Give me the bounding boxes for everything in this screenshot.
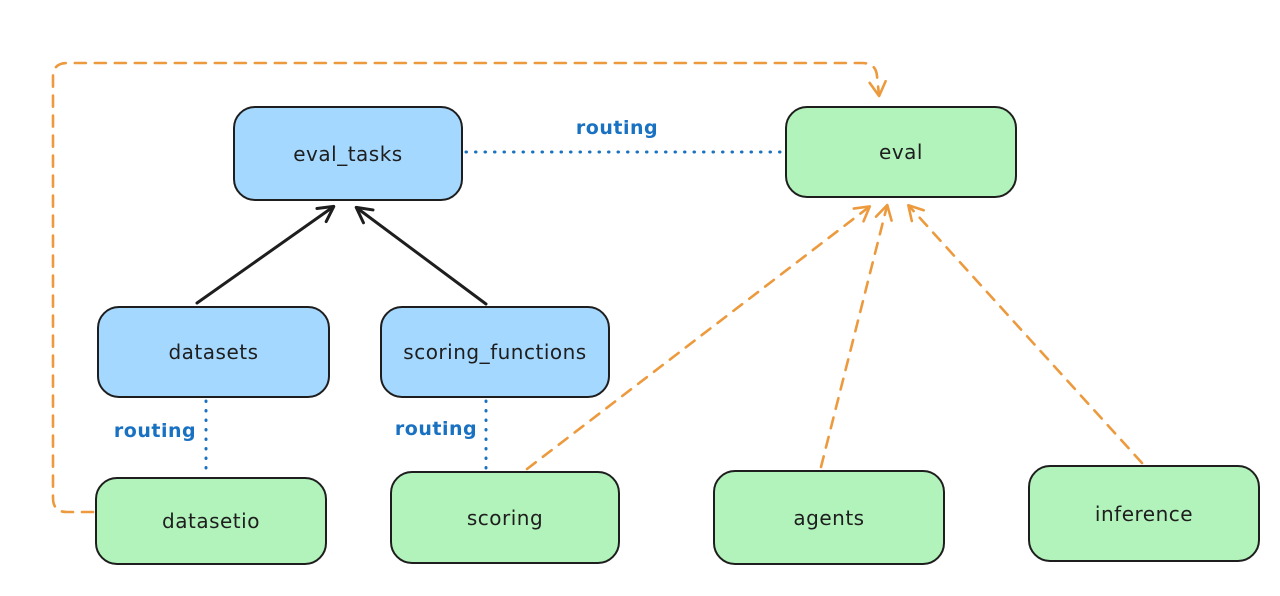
node-datasetio: datasetio — [95, 477, 327, 565]
node-scoring-functions-label: scoring_functions — [403, 340, 587, 364]
node-agents-label: agents — [793, 505, 865, 530]
node-eval-tasks-label: eval_tasks — [293, 141, 403, 166]
node-eval-tasks: eval_tasks — [233, 106, 463, 201]
node-eval-label: eval — [879, 140, 923, 164]
node-agents: agents — [713, 470, 945, 565]
node-inference-label: inference — [1094, 501, 1194, 526]
routing-label-eval-tasks-eval: routing — [575, 117, 659, 139]
edge-scoring-to-eval-dashed — [525, 205, 872, 471]
edge-scoring-functions-to-eval-tasks — [354, 205, 488, 306]
edge-datasetio-to-eval-dashed — [51, 61, 887, 514]
node-eval: eval — [785, 106, 1017, 198]
edge-inference-to-eval-dashed — [907, 203, 1144, 465]
node-scoring: scoring — [390, 471, 620, 564]
node-datasets: datasets — [97, 306, 330, 398]
routing-label-scoring-functions-scoring: routing — [394, 418, 478, 440]
edge-agents-to-eval-dashed — [819, 203, 893, 469]
node-scoring-functions: scoring_functions — [380, 306, 610, 398]
routing-label-datasets-datasetio: routing — [113, 420, 197, 442]
edge-datasets-to-eval-tasks — [195, 204, 336, 305]
node-scoring-label: scoring — [466, 505, 544, 530]
node-inference: inference — [1028, 465, 1260, 562]
node-datasetio-label: datasetio — [162, 509, 260, 533]
node-datasets-label: datasets — [168, 340, 259, 364]
